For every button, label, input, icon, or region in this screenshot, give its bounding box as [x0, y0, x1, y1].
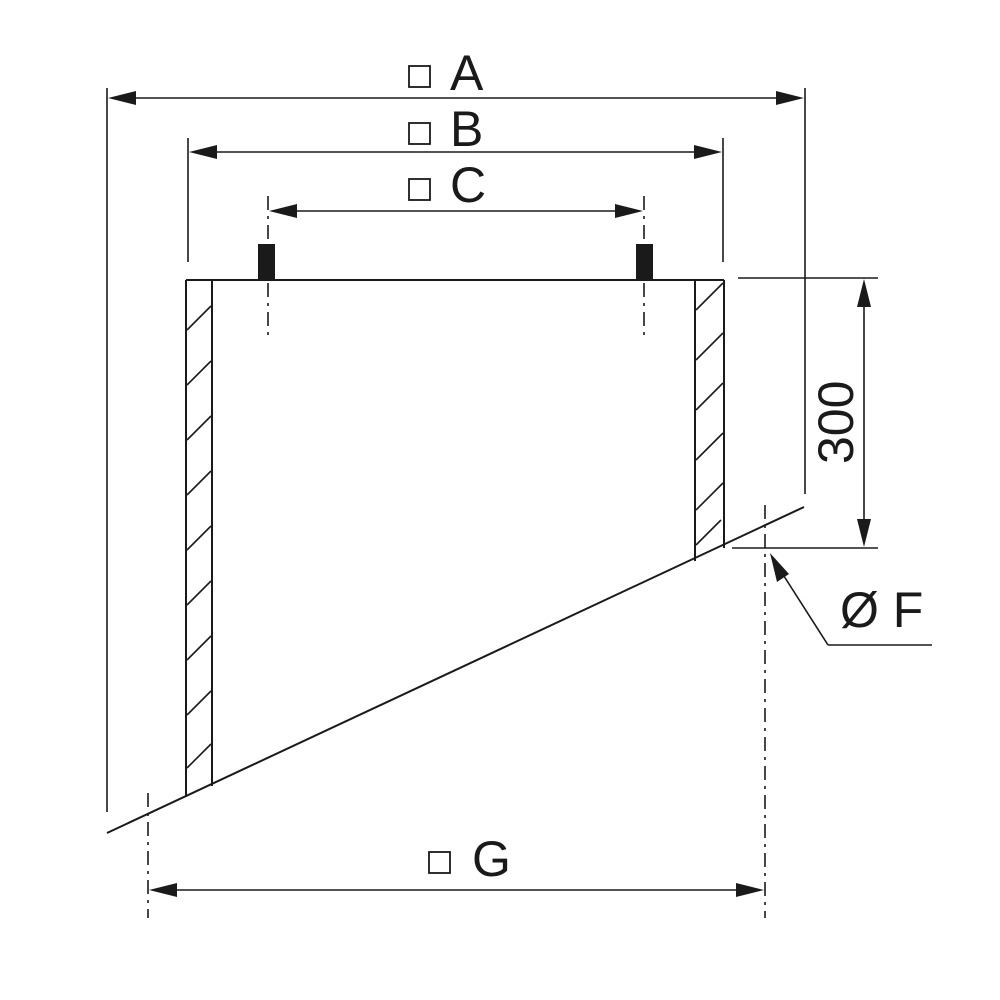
square-symbol-a [408, 65, 431, 88]
post-right [636, 244, 653, 281]
leader-arrow [770, 553, 789, 582]
square-symbol-b [408, 122, 431, 145]
dimension-b-arrow-right [694, 145, 722, 159]
height-arrow-top [857, 279, 871, 307]
leader-diagonal [781, 572, 829, 646]
height-arrow-bottom [857, 519, 871, 547]
label-c: C [450, 157, 486, 213]
dimension-a-arrow-right [776, 91, 804, 105]
dimension-b: B [187, 101, 724, 262]
label-b: B [450, 101, 483, 157]
label-g: G [472, 831, 511, 887]
chimney-body [106, 279, 805, 834]
label-a: A [450, 45, 484, 101]
dimension-b-arrow-left [189, 145, 217, 159]
label-height: 300 [808, 381, 864, 464]
right-wall-hatching [695, 282, 724, 546]
dimension-a: A [106, 45, 806, 812]
label-f: Ø F [840, 582, 923, 638]
left-wall-hatching [186, 305, 212, 769]
dimension-c-arrow-right [615, 204, 643, 218]
dimension-g-arrow-right [736, 883, 764, 897]
dimension-g-arrow-left [149, 883, 177, 897]
square-symbol-g [428, 851, 451, 874]
dimension-c: C [267, 157, 645, 338]
square-symbol-c [408, 178, 431, 201]
roof-slope-line [106, 506, 805, 834]
dimension-c-arrow-left [269, 204, 297, 218]
dimension-g: G [147, 793, 764, 918]
post-left [258, 244, 275, 281]
dimension-height: 300 [732, 277, 878, 549]
dimension-a-arrow-left [108, 91, 136, 105]
dimension-f: Ø F [764, 505, 932, 918]
